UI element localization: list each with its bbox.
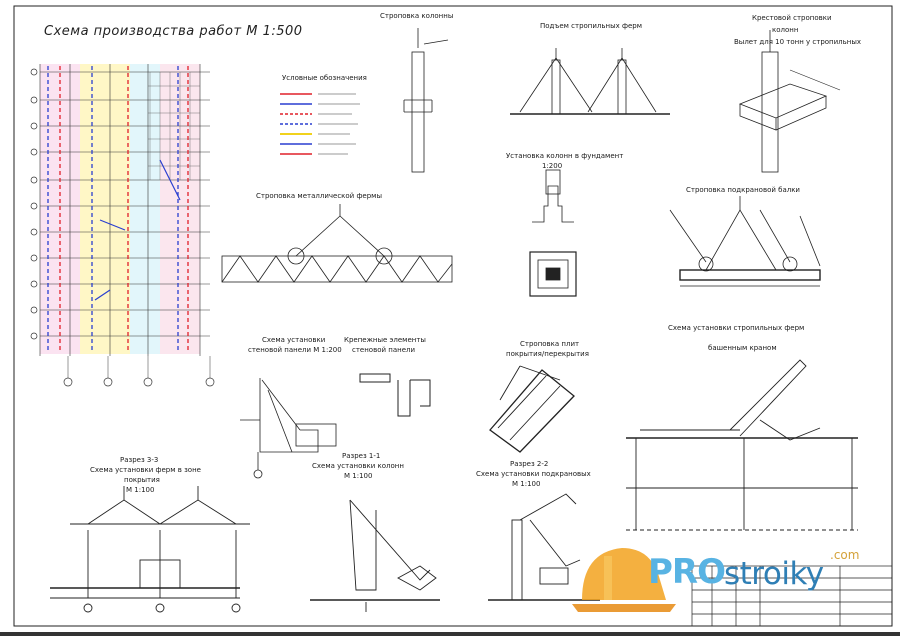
caption-section-1-3: М 1:100 bbox=[344, 472, 373, 480]
sheet-frame bbox=[13, 5, 893, 627]
caption-section-1-1: Разрез 1-1 bbox=[342, 452, 381, 460]
caption-section-3-2: Схема установки ферм в зоне bbox=[90, 466, 201, 474]
caption-panel-1: Схема установки bbox=[262, 336, 326, 344]
watermark-pro: PRO bbox=[648, 552, 726, 592]
helmet-logo bbox=[572, 548, 676, 612]
caption-section-3-1: Разрез 3-3 bbox=[120, 456, 159, 464]
caption-foundation-sub: 1:200 bbox=[542, 162, 563, 170]
truss-sling-detail bbox=[221, 204, 453, 283]
caption-section-2-2: Схема установки подкрановых bbox=[476, 470, 591, 478]
watermark-stroiky: stroiky bbox=[724, 556, 824, 592]
caption-section-3-4: М 1:100 bbox=[126, 486, 155, 494]
crane-scheme bbox=[626, 359, 858, 531]
caption-slab-1: Строповка плит bbox=[520, 340, 580, 348]
site-plan bbox=[30, 64, 360, 387]
bottom-border bbox=[0, 632, 900, 636]
section-2-2 bbox=[488, 493, 600, 601]
section-3-3 bbox=[50, 486, 250, 613]
foundation-detail bbox=[529, 169, 577, 297]
legend-title: Условные обозначения bbox=[282, 74, 367, 82]
caption-joint-2: колонн bbox=[772, 26, 799, 34]
caption-foundation: Установка колонн в фундамент bbox=[506, 152, 624, 160]
caption-beam-sling: Строповка подкрановой балки bbox=[686, 186, 800, 194]
main-title: Схема производства работ М 1:500 bbox=[44, 24, 303, 39]
caption-panel-2: стеновой панели М 1:200 bbox=[248, 346, 342, 354]
watermark-tld: .com bbox=[830, 548, 860, 562]
column-sling-detail bbox=[403, 28, 449, 173]
caption-joint-3: Вылет для 10 тонн у стропильных bbox=[734, 38, 862, 46]
caption-truss-sling: Строповка металлической фермы bbox=[256, 192, 382, 200]
fasteners-detail bbox=[359, 373, 431, 417]
caption-crane-1: Схема установки стропильных ферм bbox=[668, 324, 805, 332]
caption-fasteners-1: Крепежные элементы bbox=[344, 336, 426, 344]
title-block bbox=[691, 565, 893, 627]
caption-crane-2: башенным краном bbox=[708, 344, 777, 352]
caption-truss-lift: Подъем стропильных ферм bbox=[540, 22, 643, 30]
section-1-1 bbox=[310, 499, 440, 612]
caption-fasteners-2: стеновой панели bbox=[352, 346, 416, 354]
caption-slab-2: покрытия/перекрытия bbox=[506, 350, 589, 358]
caption-section-3-3: покрытия bbox=[124, 476, 160, 484]
wall-panel-scheme bbox=[240, 378, 337, 479]
slab-sling-detail bbox=[489, 365, 575, 453]
caption-joint-1: Крестовой строповки bbox=[752, 14, 832, 22]
truss-lift-detail bbox=[510, 48, 670, 115]
caption-section-1-2: Схема установки колонн bbox=[312, 462, 404, 470]
legend bbox=[280, 93, 360, 155]
beam-sling-detail bbox=[669, 196, 821, 287]
caption-column-sling: Строповка колонны bbox=[380, 12, 454, 20]
joint-detail bbox=[738, 30, 841, 173]
caption-section-2-1: Разрез 2-2 bbox=[510, 460, 549, 468]
caption-section-2-3: М 1:100 bbox=[512, 480, 541, 488]
